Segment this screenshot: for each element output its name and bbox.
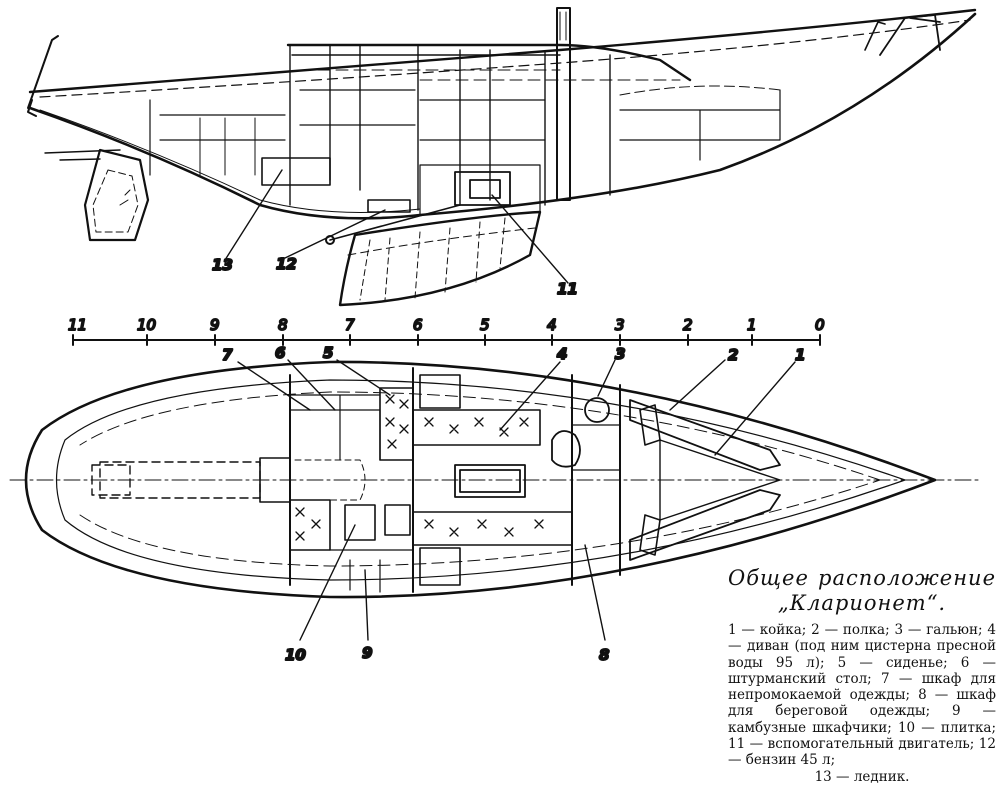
caption-title-line1: Общее расположение <box>728 566 996 590</box>
scale-tick-5: 5 <box>480 316 490 334</box>
scale-tick-11: 11 <box>68 316 87 334</box>
scale-tick-9: 9 <box>210 316 220 334</box>
profile-label-13: 13 <box>212 256 233 274</box>
plan-label-6: 6 <box>275 344 285 362</box>
scale-tick-6: 6 <box>413 316 423 334</box>
caption-title: Общее расположение „Кларионет“. <box>728 566 996 616</box>
plan-label-4: 4 <box>556 345 567 363</box>
scale-tick-3: 3 <box>615 316 625 334</box>
plan-label-5: 5 <box>323 344 333 362</box>
plan-label-9: 9 <box>362 644 372 662</box>
profile-label-12: 12 <box>276 255 297 273</box>
scale-tick-4: 4 <box>547 316 557 334</box>
scale-tick-8: 8 <box>278 316 288 334</box>
plan-label-7: 7 <box>222 346 233 364</box>
scale-bar <box>72 334 821 346</box>
profile-label-11: 11 <box>557 280 578 298</box>
plan-view <box>9 359 981 641</box>
legend-body: 1 — койка; 2 — полка; 3 — гальюн; 4 — ди… <box>728 622 996 769</box>
scale-tick-2: 2 <box>683 316 693 334</box>
plan-label-10: 10 <box>285 646 306 664</box>
plan-label-3: 3 <box>615 345 625 363</box>
plan-label-8: 8 <box>599 646 609 664</box>
scale-tick-10: 10 <box>137 316 156 334</box>
side-profile <box>27 7 977 307</box>
legend-last: 13 — ледник. <box>814 768 910 785</box>
scale-tick-1: 1 <box>747 316 757 334</box>
plan-label-1: 1 <box>795 346 805 364</box>
scale-tick-7: 7 <box>345 316 355 334</box>
plan-label-2: 2 <box>728 346 738 364</box>
legend: 1 — койка; 2 — полка; 3 — гальюн; 4 — ди… <box>728 622 996 785</box>
caption-title-line2: „Кларионет“. <box>777 591 947 615</box>
scale-tick-0: 0 <box>815 316 825 334</box>
